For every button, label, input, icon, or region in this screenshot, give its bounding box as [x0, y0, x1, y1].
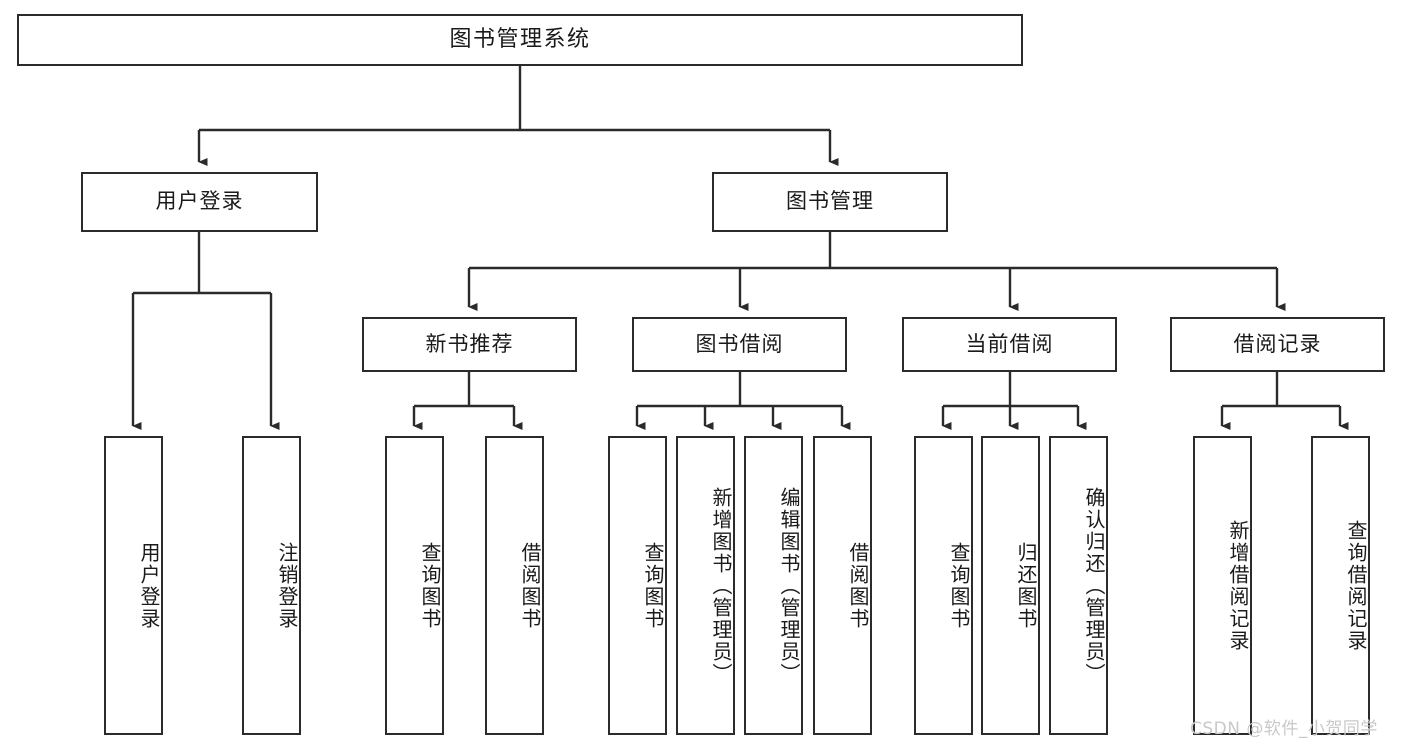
- node-leaf-return-book[interactable]: 归还图书: [981, 436, 1040, 735]
- node-leaf-add-book[interactable]: 新增图书（管理员）: [676, 436, 735, 735]
- node-leaf-query-record-label: 查询借阅记录: [1344, 519, 1368, 652]
- node-leaf-user-login[interactable]: 用户登录: [104, 436, 163, 735]
- node-leaf-confirm-return-label: 确认归还（管理员）: [1082, 486, 1106, 685]
- node-user-login-label: 用户登录: [155, 189, 244, 214]
- node-leaf-query-book-1-label: 查询图书: [418, 541, 442, 630]
- node-leaf-user-logout-label: 注销登录: [275, 541, 299, 630]
- node-leaf-return-book-label: 归还图书: [1014, 541, 1038, 630]
- node-leaf-borrow-book-2-label: 借阅图书: [846, 541, 870, 630]
- node-leaf-confirm-return[interactable]: 确认归还（管理员）: [1049, 436, 1108, 735]
- node-leaf-user-logout[interactable]: 注销登录: [242, 436, 301, 735]
- node-leaf-borrow-book-1-label: 借阅图书: [518, 541, 542, 630]
- node-user-login[interactable]: 用户登录: [81, 172, 318, 232]
- node-current-borrow-label: 当前借阅: [965, 331, 1054, 356]
- node-borrow-record[interactable]: 借阅记录: [1170, 317, 1385, 372]
- node-leaf-query-book-2-label: 查询图书: [641, 541, 665, 630]
- node-new-book-rec-label: 新书推荐: [425, 331, 514, 356]
- node-leaf-add-record-label: 新增借阅记录: [1226, 519, 1250, 652]
- node-leaf-query-book-3-label: 查询图书: [947, 541, 971, 630]
- node-leaf-query-book-2[interactable]: 查询图书: [608, 436, 667, 735]
- node-current-borrow[interactable]: 当前借阅: [902, 317, 1117, 372]
- node-leaf-query-book-3[interactable]: 查询图书: [914, 436, 973, 735]
- node-leaf-add-record[interactable]: 新增借阅记录: [1193, 436, 1252, 735]
- watermark-text: CSDN @软件_小贺同学: [1190, 719, 1378, 739]
- node-leaf-edit-book-label: 编辑图书（管理员）: [777, 486, 801, 685]
- node-leaf-user-login-label: 用户登录: [137, 541, 161, 630]
- node-root-label: 图书管理系统: [449, 26, 591, 52]
- node-leaf-borrow-book-2[interactable]: 借阅图书: [813, 436, 872, 735]
- node-leaf-add-book-label: 新增图书（管理员）: [709, 486, 733, 685]
- node-book-borrow[interactable]: 图书借阅: [632, 317, 847, 372]
- node-book-manage[interactable]: 图书管理: [712, 172, 948, 232]
- node-new-book-rec[interactable]: 新书推荐: [362, 317, 577, 372]
- node-book-manage-label: 图书管理: [786, 189, 874, 214]
- node-leaf-edit-book[interactable]: 编辑图书（管理员）: [744, 436, 803, 735]
- node-root[interactable]: 图书管理系统: [17, 14, 1023, 66]
- node-borrow-record-label: 借阅记录: [1233, 331, 1322, 356]
- node-leaf-query-book-1[interactable]: 查询图书: [385, 436, 444, 735]
- node-leaf-query-record[interactable]: 查询借阅记录: [1311, 436, 1370, 735]
- node-book-borrow-label: 图书借阅: [695, 331, 784, 356]
- node-leaf-borrow-book-1[interactable]: 借阅图书: [485, 436, 544, 735]
